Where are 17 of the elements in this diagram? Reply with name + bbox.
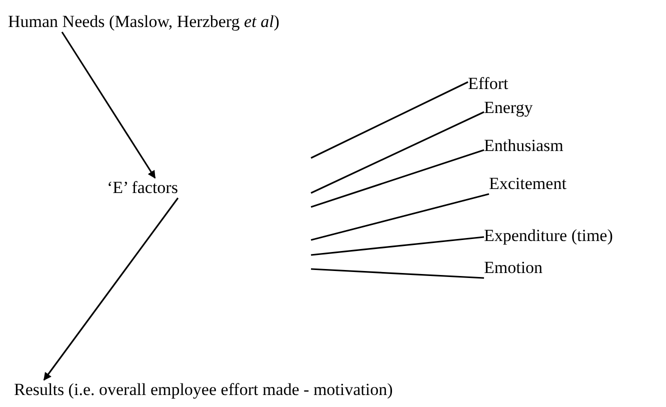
concept-text: Results (i.e. overall employee effort made - motivation) <box>14 380 393 400</box>
concept-text: ‘E’ factors <box>107 178 178 198</box>
factor-label: Expenditure (time) <box>484 226 613 246</box>
arrow <box>61 32 156 179</box>
connector-line <box>310 193 490 241</box>
connector-line <box>310 149 484 208</box>
factor-label: Excitement <box>489 174 566 194</box>
connector-line <box>310 236 484 256</box>
factor-label: Energy <box>484 98 533 118</box>
connector-line <box>310 268 484 279</box>
connector-line <box>310 81 468 159</box>
factor-label: Emotion <box>484 258 543 278</box>
arrow <box>43 198 179 381</box>
factor-label: Enthusiasm <box>484 136 564 156</box>
factor-label: Effort <box>468 74 508 94</box>
concept-text: Human Needs (Maslow, Herzberg et al) <box>8 12 280 32</box>
connector-line <box>310 111 484 194</box>
